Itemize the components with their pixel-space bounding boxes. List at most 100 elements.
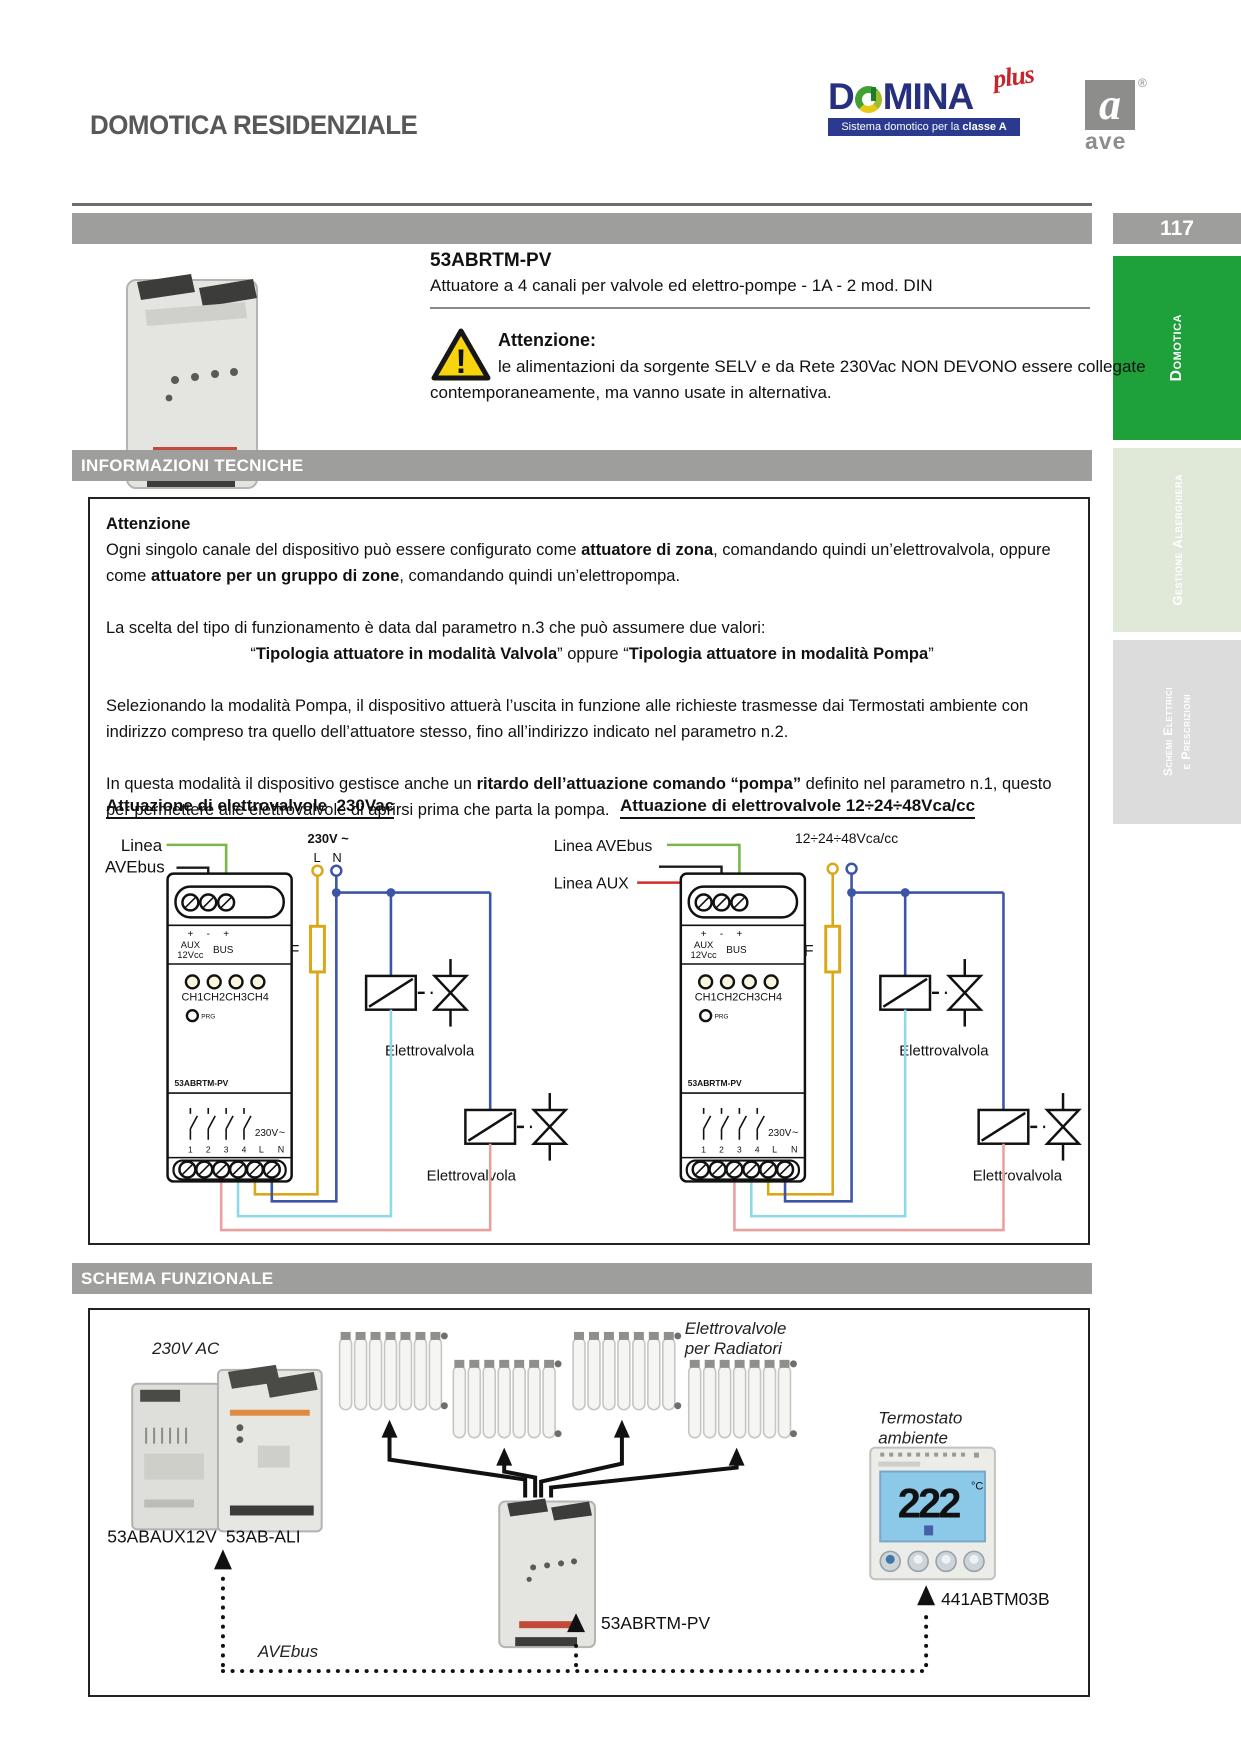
- ave-logo-mark: a: [1085, 80, 1135, 130]
- lv-terminal-2: [845, 862, 858, 875]
- valve-symbol: [945, 959, 984, 1027]
- radiators-caption-line1: Elettrovalvole: [685, 1319, 787, 1338]
- relay-symbol: [879, 974, 932, 1011]
- warning-text-line2: contemporaneamente, ma vanno usate in al…: [430, 383, 832, 402]
- psu2-label: 53AB-ALI: [226, 1526, 301, 1546]
- junction-dot: [847, 888, 857, 898]
- lv-wire-bottom: [766, 971, 835, 1196]
- page-number: 117: [1113, 213, 1241, 244]
- elettrovalvola-label-2: Elettrovalvola: [973, 1168, 1063, 1184]
- n-wire: [270, 875, 338, 1203]
- line-l-label: L: [313, 850, 320, 865]
- actuator-device-230: [166, 872, 293, 1183]
- info-mode-options: “Tipologia attuatore in modalità Valvola…: [250, 645, 934, 663]
- registered-mark: ®: [1138, 76, 1147, 90]
- domina-letters-mina: MINA: [882, 76, 975, 117]
- thermostat-photo: 222 °C: [869, 1446, 996, 1581]
- wiring-diagrams: + - + AUX 12Vcc BUS CH1 CH2 CH3: [105, 830, 1082, 1232]
- line-n-label: N: [332, 850, 341, 865]
- ch-wire-cyan: [236, 1009, 393, 1218]
- ave-logo-text: ave: [1085, 128, 1127, 154]
- bus-arrow-thermostat: [917, 1585, 936, 1606]
- relay-symbol: [464, 1108, 517, 1145]
- ch-wire-pink: [733, 1143, 1005, 1232]
- mains-label: 230V AC: [151, 1339, 220, 1358]
- junction-dot: [331, 888, 341, 898]
- warning-text-line1: le alimentazioni da sorgente SELV e da R…: [498, 357, 1146, 376]
- side-tab-schemi-elettrici[interactable]: Schemi Elettrici e Prescrizioni: [1113, 640, 1241, 824]
- product-code-title: 53ABRTM-PV: [430, 250, 552, 271]
- domina-letter-d: D: [828, 76, 855, 117]
- supply-230v-label: 230V ~: [308, 831, 350, 846]
- wiring-diagram-lv: Linea AVEbus Linea AUX 12÷24÷48Vca/cc F: [554, 830, 1082, 1232]
- valve-arrows: [381, 1419, 745, 1498]
- valve-symbol: [1044, 1093, 1082, 1161]
- side-tab-schemi-label-1: Schemi Elettrici: [1161, 687, 1175, 777]
- side-tab-gestione-alberghiera[interactable]: Gestione Alberghiera: [1113, 448, 1241, 632]
- linea-label: Linea: [121, 836, 163, 855]
- psu-module-53abaux12v: [131, 1382, 221, 1531]
- l-terminal: [311, 864, 324, 877]
- valve-symbol: [431, 959, 470, 1027]
- technical-info-box: Attenzione Ogni singolo canale del dispo…: [88, 497, 1090, 1245]
- thermostat-code-label: 441ABTM03B: [941, 1589, 1050, 1609]
- thermostat-buttons: [879, 1550, 985, 1573]
- side-tab-schemi-label-2: e Prescrizioni: [1179, 694, 1193, 770]
- ave-logo: a ® ave: [1085, 76, 1149, 154]
- n-terminal: [330, 864, 343, 877]
- domina-plus-script: plus: [991, 59, 1036, 94]
- fuse: [824, 924, 842, 974]
- info-paragraph-1: Ogni singolo canale del dispositivo può …: [106, 541, 1051, 585]
- ch-wire-pink: [219, 1143, 492, 1232]
- thermostat-temperature: 222: [898, 1479, 961, 1526]
- info-heading: Attenzione: [106, 515, 191, 533]
- thermostat-caption-line2: ambiente: [878, 1429, 948, 1448]
- section-bar-schema-funzionale: SCHEMA FUNZIONALE: [72, 1263, 1092, 1294]
- elettrovalvola-label-2: Elettrovalvola: [427, 1168, 517, 1184]
- fuse-label: F: [290, 943, 300, 960]
- warning-icon: !: [431, 328, 491, 381]
- relay-symbol: [364, 974, 417, 1011]
- actuator-label: 53ABRTM-PV: [601, 1613, 711, 1633]
- page-title: DOMOTICA RESIDENZIALE: [90, 110, 418, 140]
- linea-aux-label: Linea AUX: [554, 876, 629, 893]
- actuator-module-photo: [498, 1498, 596, 1649]
- side-tab-domotica-label: Domotica: [1168, 314, 1185, 382]
- radiator: [452, 1359, 563, 1439]
- fuse-label: F: [804, 943, 814, 960]
- supply-lv-label: 12÷24÷48Vca/cc: [795, 830, 898, 846]
- psu-module-53ab-ali: [216, 1364, 323, 1533]
- functional-schema: 230V AC: [107, 1319, 1050, 1674]
- fuse: [309, 924, 326, 974]
- thermostat-caption-line1: Termostato: [878, 1409, 962, 1428]
- avebus-dotted-line: [213, 1549, 936, 1674]
- side-tab-gestione-label: Gestione Alberghiera: [1169, 474, 1185, 606]
- diagram-title-lv: Attuazione di elettrovalvole 12÷24÷48Vca…: [620, 796, 976, 819]
- bus-arrow-actuator: [567, 1613, 586, 1633]
- wiring-diagram-230vac: Linea AVEbus 230V ~ L N F: [105, 831, 569, 1232]
- linea-avebus-label: Linea AVEbus: [554, 838, 653, 855]
- elettrovalvola-label-1: Elettrovalvola: [385, 1043, 475, 1059]
- elettrovalvola-label-1: Elettrovalvola: [899, 1043, 989, 1059]
- lv-terminal-1: [826, 862, 839, 875]
- thermostat-unit: °C: [971, 1481, 983, 1493]
- relay-symbol: [977, 1108, 1030, 1145]
- domina-wordmark: D MINA plus: [828, 59, 1036, 117]
- radiator: [687, 1359, 798, 1439]
- avebus-label: AVEbus: [257, 1642, 319, 1661]
- bus-arrow-psu: [213, 1549, 232, 1570]
- radiators-caption-line2: per Radiatori: [684, 1339, 783, 1358]
- radiator: [338, 1331, 448, 1411]
- domina-tagline: Sistema domotico per la classe A: [828, 118, 1020, 136]
- info-paragraph-4: In questa modalità il dispositivo gestis…: [106, 775, 1052, 819]
- domina-plus-logo: D MINA plus Sistema domotico per la class…: [828, 59, 1036, 136]
- power-button-icon: [854, 85, 882, 113]
- product-rule: [430, 307, 1090, 309]
- warning-title: Attenzione:: [498, 330, 596, 350]
- technical-info-text: Attenzione Ogni singolo canale del dispo…: [106, 511, 1078, 849]
- radiator: [572, 1331, 683, 1411]
- side-tab-domotica[interactable]: Domotica: [1113, 256, 1241, 440]
- header-gray-bar: [72, 213, 1092, 244]
- ch-wire-cyan: [750, 1009, 907, 1218]
